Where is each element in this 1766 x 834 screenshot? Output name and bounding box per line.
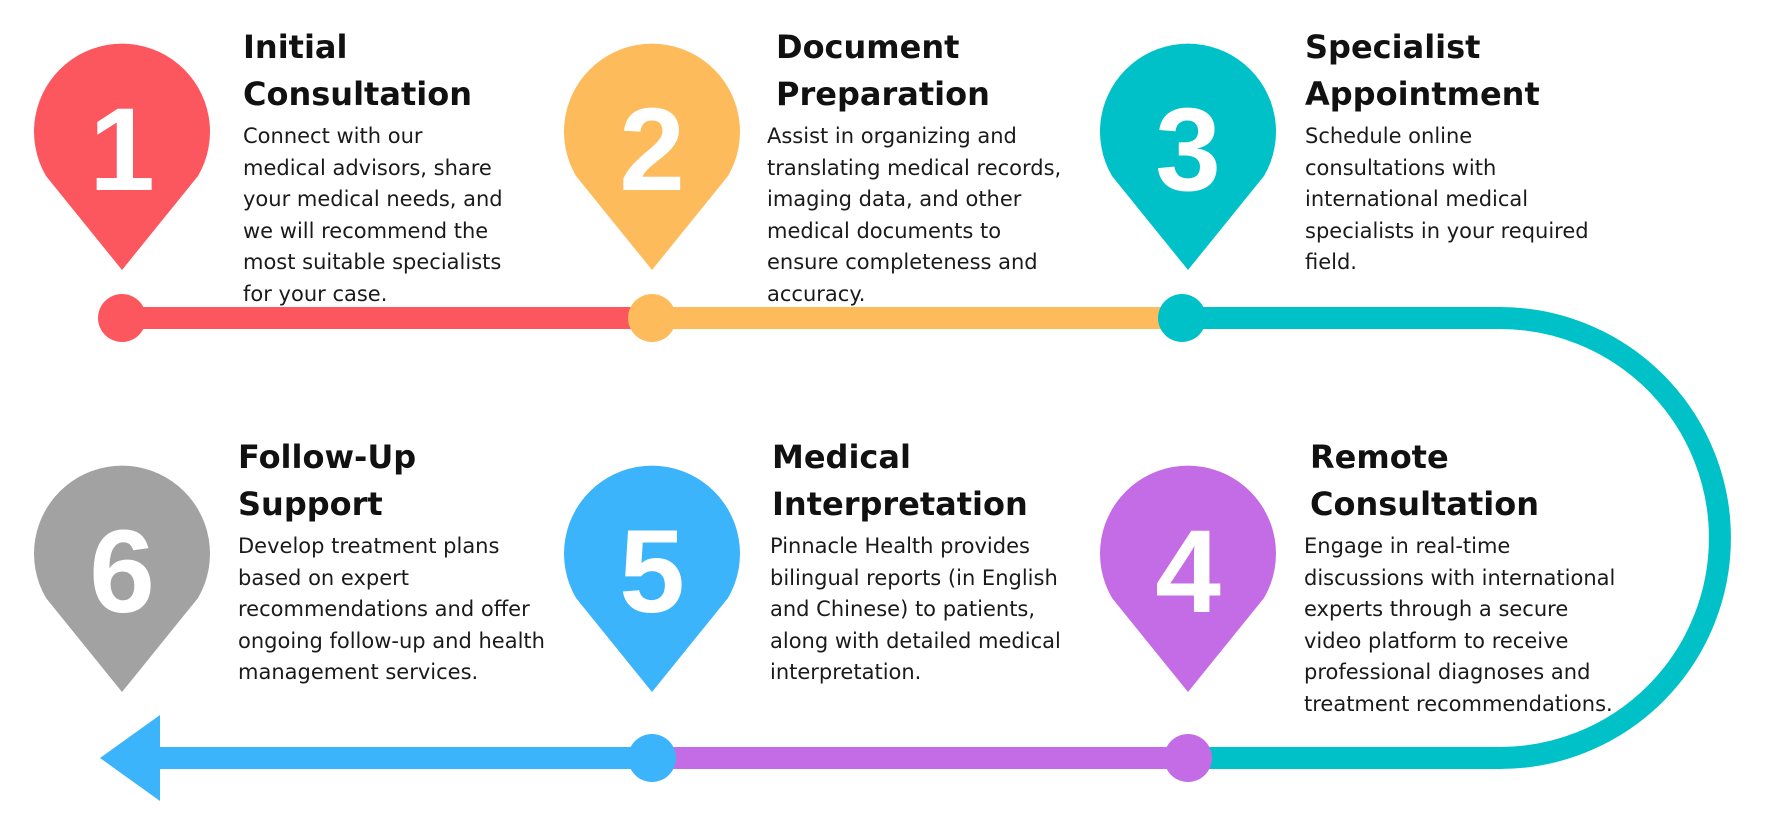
step-5-title-line: Medical: [772, 438, 911, 476]
step-3-title-line: Specialist: [1305, 28, 1481, 66]
step-5-desc-line: interpretation.: [770, 660, 922, 684]
step-3-desc-line: field.: [1305, 250, 1357, 274]
step-1-desc-line: your medical needs, and: [243, 187, 503, 211]
step-1-title-line: Initial: [243, 28, 348, 66]
step-6-number: 6: [89, 506, 155, 638]
step-4-desc-line: Engage in real-time: [1304, 534, 1511, 558]
junction-dot-4: [1164, 734, 1212, 782]
step-3-desc-line: international medical: [1305, 187, 1529, 211]
step-2-desc-line: imaging data, and other: [767, 187, 1022, 211]
step-3-title-line: Appointment: [1305, 75, 1540, 113]
step-6-desc-line: Develop treatment plans: [238, 534, 500, 558]
step-5-desc-line: bilingual reports (in English: [770, 565, 1058, 590]
step-1-desc-line: medical advisors, share: [243, 155, 492, 180]
step-1-number: 1: [89, 84, 155, 216]
step-2-pin-icon: 2: [564, 43, 740, 271]
step-2-desc-line: Assist in organizing and: [767, 124, 1017, 148]
step-3-desc-line: Schedule online: [1305, 124, 1473, 148]
step-1-description: Connect with our medical advisors, share…: [243, 121, 503, 310]
step-4-number: 4: [1155, 506, 1221, 638]
step-1-desc-line: most suitable specialists: [243, 250, 502, 274]
step-2-desc-line: medical documents to: [767, 218, 1002, 243]
step-1-pin-shape: [34, 43, 210, 271]
step-5-desc-line: Pinnacle Health provides: [770, 534, 1030, 558]
step-5-pin-shape: [564, 465, 740, 692]
step-5-title-line: Interpretation: [772, 485, 1028, 523]
path-segment-3-curve: [1182, 307, 1731, 769]
step-4-pin-icon: 4: [1100, 465, 1276, 692]
step-4-desc-line: experts through a secure: [1304, 597, 1569, 621]
step-3-desc-line: consultations with: [1305, 155, 1497, 180]
step-3-number: 3: [1155, 84, 1221, 216]
step-4-desc-line: treatment recommendations.: [1304, 691, 1613, 716]
step-1-desc-line: for your case.: [243, 281, 388, 306]
step-2-desc-line: accuracy.: [767, 281, 866, 306]
step-5-pin-icon: 5: [564, 465, 740, 692]
step-6-title-line: Support: [238, 485, 383, 523]
step-2-title: Document Preparation: [776, 24, 990, 118]
junction-dot-5: [628, 734, 676, 782]
step-1-pin-icon: 1: [34, 43, 210, 271]
step-6-pin-icon: 6: [34, 465, 210, 692]
step-4-title-line: Remote: [1310, 438, 1449, 476]
step-6-desc-line: recommendations and offer: [238, 597, 530, 621]
step-5-description: Pinnacle Health provides bilingual repor…: [770, 531, 1061, 689]
step-5-desc-line: and Chinese) to patients,: [770, 597, 1036, 621]
step-6-desc-line: management services.: [238, 660, 479, 684]
step-4-title-line: Consultation: [1310, 485, 1539, 523]
step-2-title-line: Document: [776, 28, 960, 66]
junction-dot-3: [1158, 294, 1206, 342]
step-2-title-line: Preparation: [776, 75, 990, 113]
step-3-title: Specialist Appointment: [1305, 24, 1540, 118]
step-1-title-line: Consultation: [243, 75, 472, 113]
step-5-desc-line: along with detailed medical: [770, 628, 1061, 653]
arrow-head-icon: [100, 715, 160, 801]
step-2-description: Assist in organizing and translating med…: [767, 121, 1061, 310]
step-5-title: Medical Interpretation: [772, 434, 1028, 528]
step-2-desc-line: ensure completeness and: [767, 250, 1038, 274]
step-2-pin-shape: [564, 43, 740, 271]
junction-dot-2: [628, 294, 676, 342]
step-1-desc-line: Connect with our: [243, 124, 423, 148]
step-4-pin-shape: [1100, 465, 1276, 692]
step-2-number: 2: [619, 84, 685, 216]
step-5-number: 5: [619, 506, 685, 638]
step-2-desc-line: translating medical records,: [767, 155, 1062, 180]
step-3-desc-line: specialists in your required: [1305, 218, 1589, 243]
step-4-title: Remote Consultation: [1310, 434, 1539, 528]
step-1-title: Initial Consultation: [243, 24, 472, 118]
step-6-title-line: Follow-Up: [238, 438, 417, 476]
step-3-pin-icon: 3: [1100, 43, 1276, 271]
step-6-title: Follow-Up Support: [238, 434, 416, 528]
junction-dot-1: [98, 294, 146, 342]
step-4-desc-line: discussions with international: [1304, 565, 1616, 590]
step-3-description: Schedule online consultations with inter…: [1305, 121, 1589, 279]
step-4-description: Engage in real-time discussions with int…: [1304, 531, 1615, 720]
step-4-desc-line: professional diagnoses and: [1304, 660, 1591, 684]
step-6-pin-shape: [34, 465, 210, 692]
step-6-desc-line: based on expert: [238, 565, 409, 590]
step-1-desc-line: we will recommend the: [243, 218, 489, 243]
step-6-description: Develop treatment plans based on expert …: [238, 531, 545, 689]
step-6-desc-line: ongoing follow-up and health: [238, 628, 545, 653]
step-4-desc-line: video platform to receive: [1304, 628, 1569, 653]
step-3-pin-shape: [1100, 43, 1276, 271]
